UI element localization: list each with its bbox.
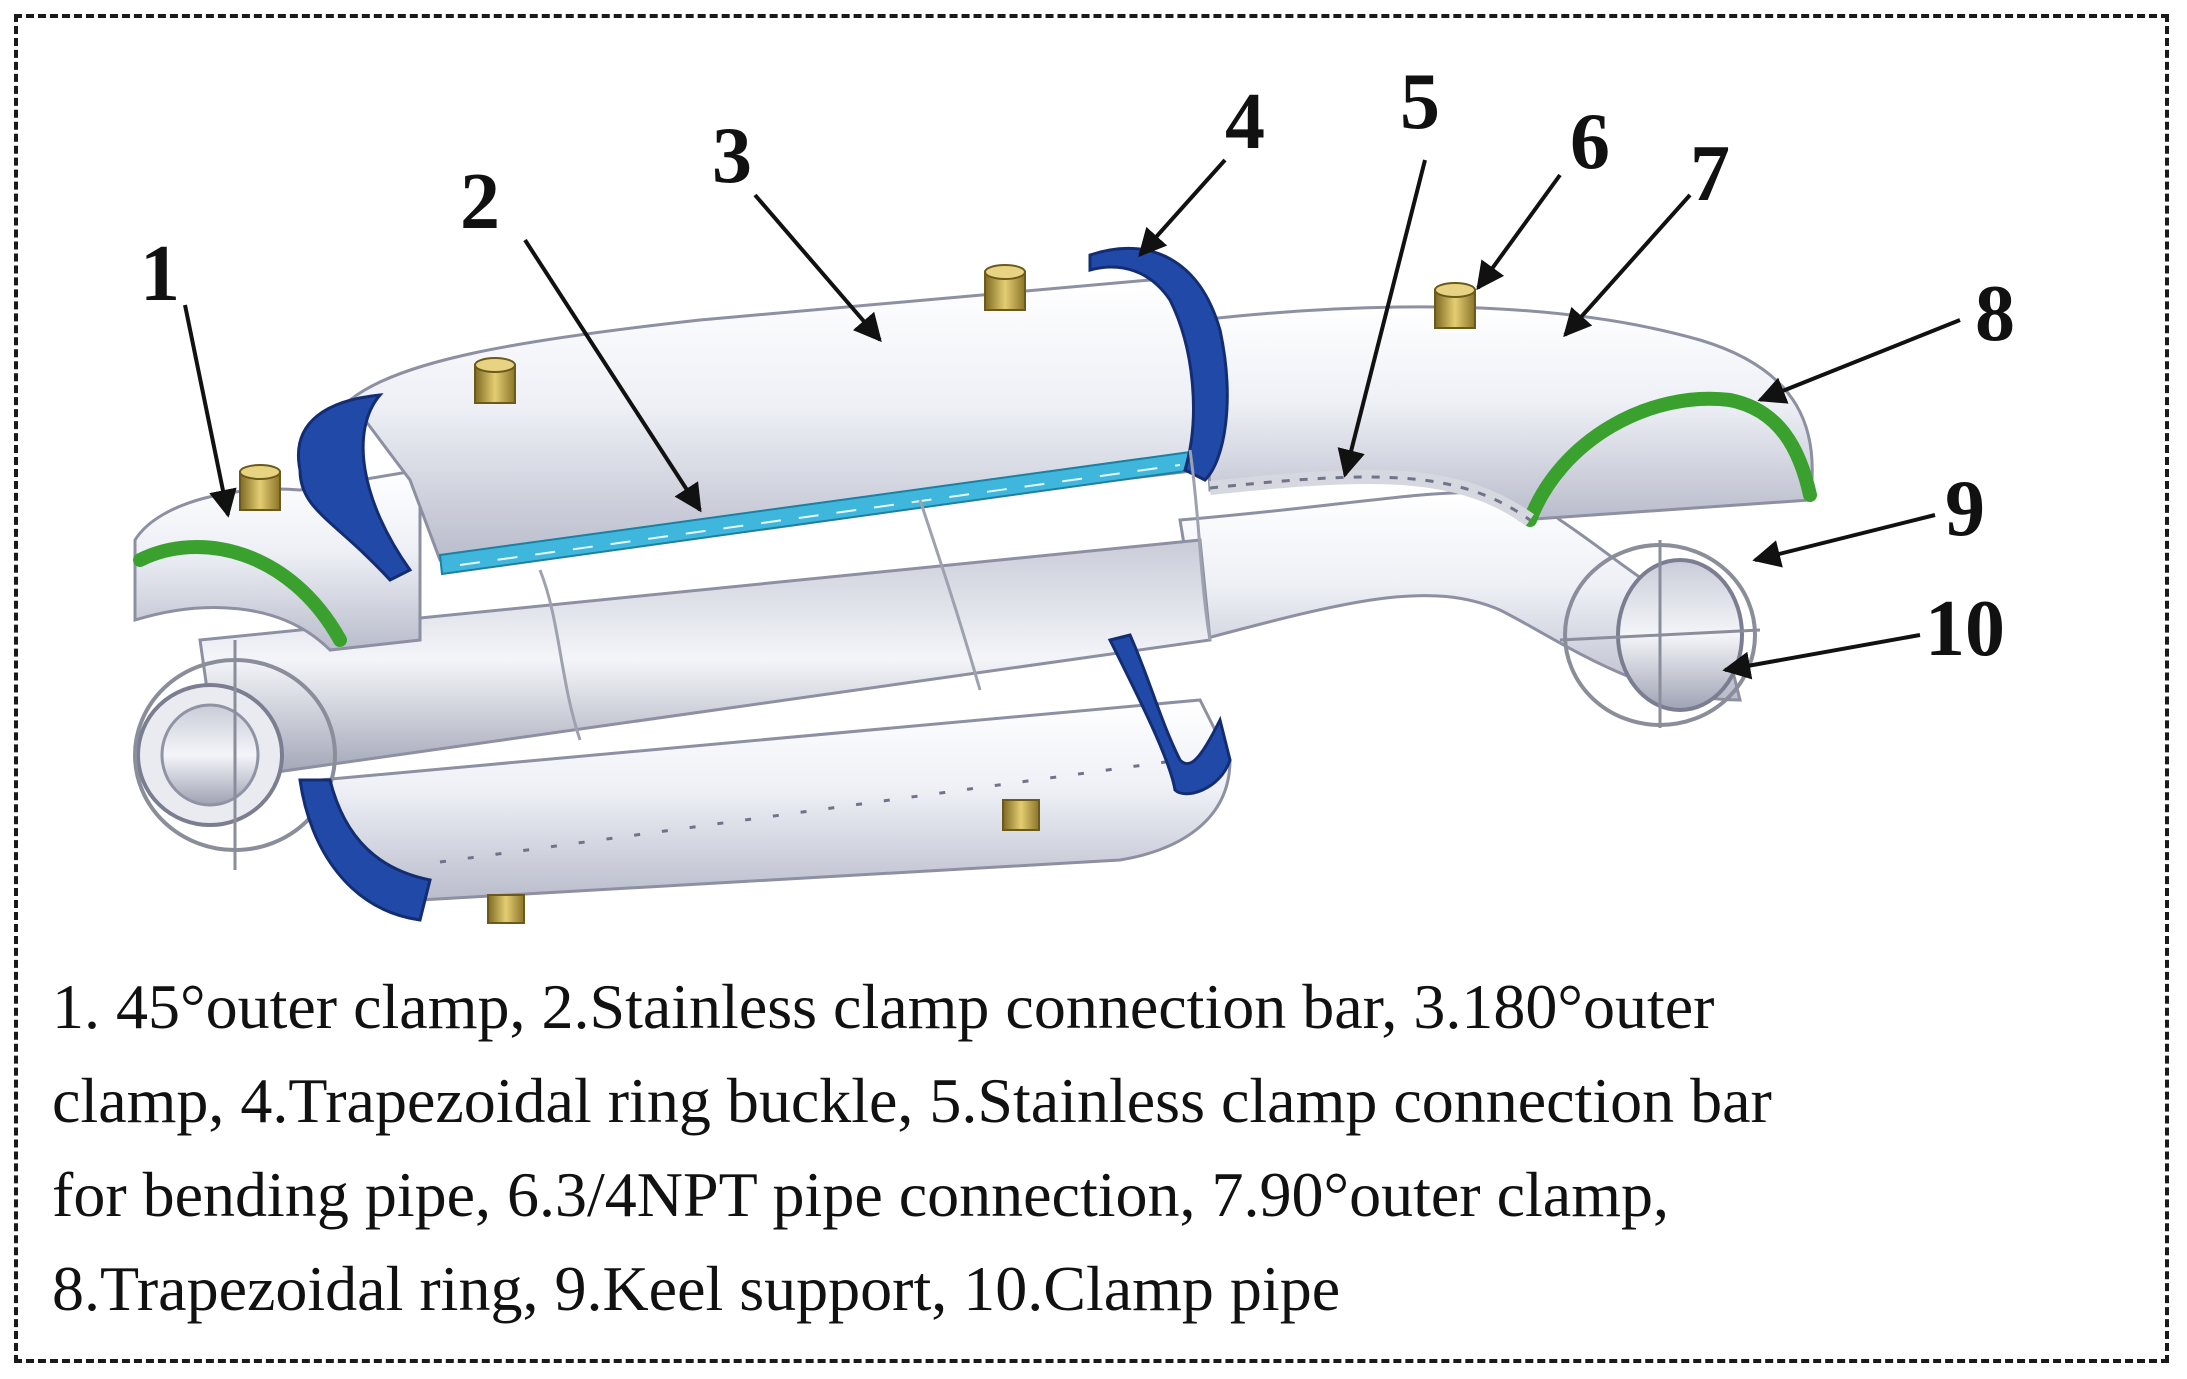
npt-fitting-5 bbox=[1002, 799, 1040, 831]
ring-buckle-right-top bbox=[1088, 246, 1229, 482]
caption-line-4: 8.Trapezoidal ring, 9.Keel support, 10.C… bbox=[52, 1253, 1341, 1324]
ring-buckle-right-bottom bbox=[1107, 633, 1232, 796]
arrow-6 bbox=[1476, 173, 1562, 291]
figure-caption: 1. 45°outer clamp, 2.Stainless clamp con… bbox=[52, 960, 2152, 1336]
npt-fitting-4 bbox=[1434, 282, 1476, 329]
figure-frame bbox=[14, 14, 2169, 1363]
label-2: 2 bbox=[460, 158, 500, 246]
npt-fitting-2 bbox=[474, 357, 516, 404]
ring-buckle-left-top bbox=[297, 393, 413, 582]
label-1: 1 bbox=[140, 230, 180, 318]
npt-fitting-3 bbox=[984, 264, 1026, 311]
label-3: 3 bbox=[712, 112, 752, 200]
label-5: 5 bbox=[1400, 58, 1440, 146]
clamp-assembly-diagram: 1 2 3 4 5 6 7 8 9 10 bbox=[133, 58, 2015, 924]
npt-fitting-6 bbox=[487, 894, 525, 924]
arrow-7 bbox=[1563, 193, 1692, 338]
arrow-9 bbox=[1752, 513, 1936, 568]
outer-clamp-90 bbox=[1198, 305, 1814, 522]
arrow-8 bbox=[1757, 318, 1961, 404]
trapezoidal-ring-90 bbox=[1523, 391, 1817, 527]
ring-buckle-left-bottom bbox=[298, 778, 432, 922]
label-7: 7 bbox=[1690, 130, 1730, 218]
label-4: 4 bbox=[1225, 78, 1265, 166]
caption-line-1: 1. 45°outer clamp, 2.Stainless clamp con… bbox=[52, 971, 1715, 1042]
arrow-4 bbox=[1138, 158, 1227, 258]
label-9: 9 bbox=[1945, 465, 1985, 553]
arrow-2 bbox=[523, 238, 702, 513]
arrow-1 bbox=[183, 304, 237, 518]
caption-line-3: for bending pipe, 6.3/4NPT pipe connecti… bbox=[52, 1159, 1669, 1230]
label-10: 10 bbox=[1925, 585, 2005, 673]
npt-fitting-1 bbox=[239, 464, 281, 511]
trapezoidal-ring-45 bbox=[133, 540, 347, 647]
arrow-10 bbox=[1722, 633, 1921, 680]
arrow-5 bbox=[1337, 159, 1427, 478]
label-6: 6 bbox=[1570, 98, 1610, 186]
caption-line-2: clamp, 4.Trapezoidal ring buckle, 5.Stai… bbox=[52, 1065, 1772, 1136]
arrow-3 bbox=[753, 193, 882, 343]
label-8: 8 bbox=[1975, 270, 2015, 358]
